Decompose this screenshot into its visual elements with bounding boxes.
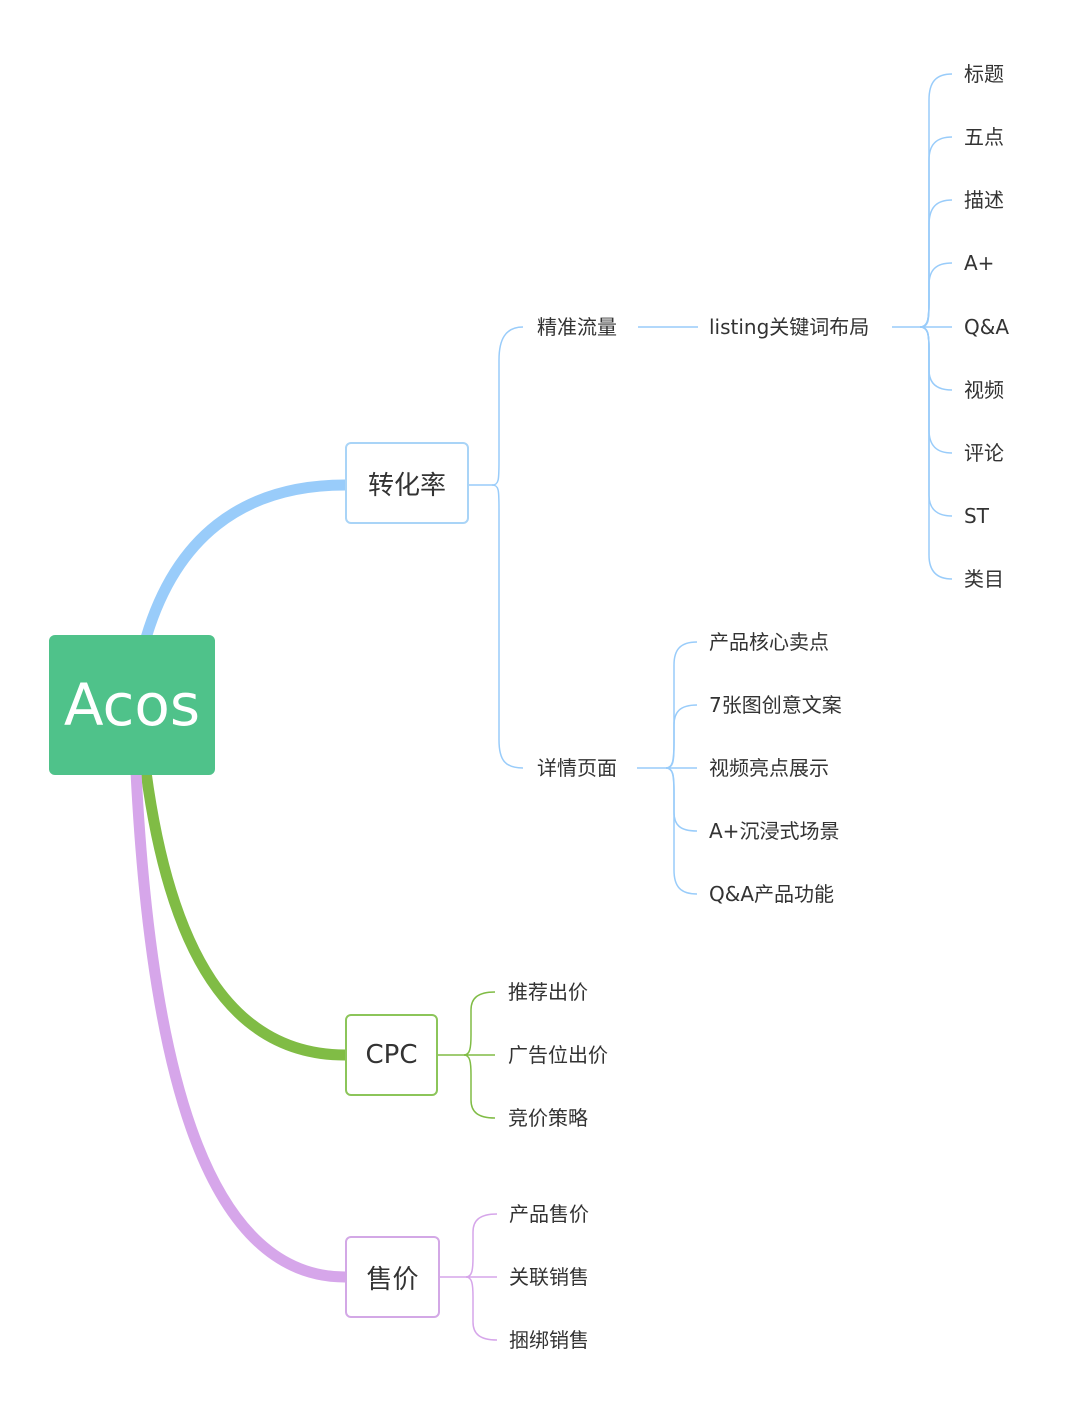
root-to-conversion-link	[140, 479, 351, 644]
detail-item-video-highlights[interactable]: 视频亮点展示	[709, 756, 829, 780]
root-to-price-link	[130, 766, 351, 1283]
conversion-rate-node[interactable]: 转化率	[345, 442, 469, 524]
keyword-item-reviews[interactable]: 评论	[964, 441, 1004, 465]
detail-page-node[interactable]: 详情页面	[537, 756, 617, 780]
root-to-cpc-link	[140, 766, 351, 1061]
keyword-item-bullets[interactable]: 五点	[964, 125, 1004, 149]
keyword-item-aplus[interactable]: A+	[964, 251, 995, 275]
cpc-item-bidding-strategy[interactable]: 竞价策略	[508, 1106, 588, 1130]
keyword-item-qa[interactable]: Q&A	[964, 315, 1010, 339]
precise-traffic-node[interactable]: 精准流量	[537, 315, 617, 339]
price-item-product-price[interactable]: 产品售价	[509, 1202, 589, 1226]
price-item-bundle-sales[interactable]: 捆绑销售	[509, 1328, 589, 1352]
detail-item-core-selling-points[interactable]: 产品核心卖点	[709, 630, 829, 654]
cpc-item-placement-bid[interactable]: 广告位出价	[508, 1043, 608, 1067]
price-node[interactable]: 售价	[345, 1236, 440, 1318]
root-node[interactable]: Acos	[49, 635, 215, 775]
keyword-item-title[interactable]: 标题	[964, 62, 1004, 86]
detail-item-seven-images[interactable]: 7张图创意文案	[709, 693, 842, 717]
keyword-item-video[interactable]: 视频	[964, 378, 1004, 402]
keyword-item-description[interactable]: 描述	[964, 188, 1004, 212]
keyword-item-st[interactable]: ST	[964, 504, 989, 528]
price-item-related-sales[interactable]: 关联销售	[509, 1265, 589, 1289]
cpc-node[interactable]: CPC	[345, 1014, 438, 1096]
keyword-item-category[interactable]: 类目	[964, 567, 1004, 591]
cpc-item-suggested-bid[interactable]: 推荐出价	[508, 980, 588, 1004]
detail-item-qa-function[interactable]: Q&A产品功能	[709, 882, 835, 906]
listing-keyword-layout-node[interactable]: listing关键词布局	[709, 315, 870, 339]
detail-item-aplus-scene[interactable]: A+沉浸式场景	[709, 819, 840, 843]
